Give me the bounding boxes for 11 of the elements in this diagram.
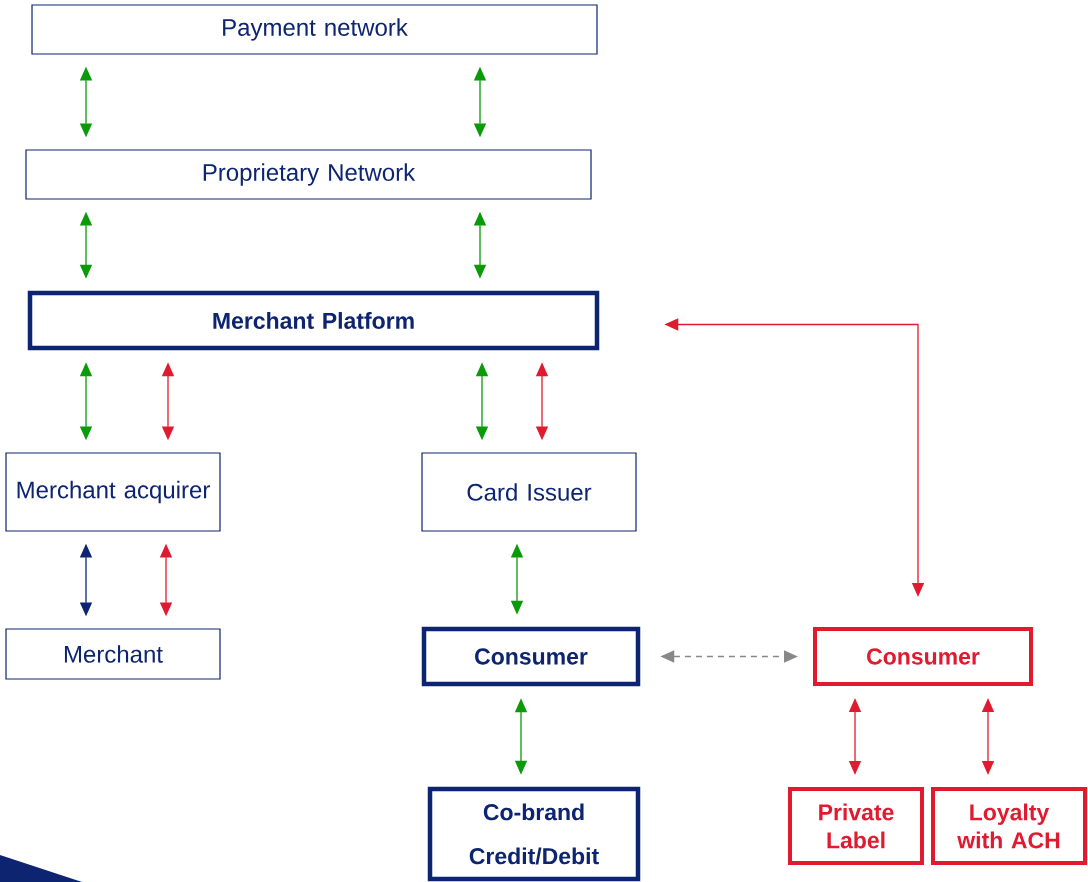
program-box: Consumer bbox=[813, 627, 1033, 686]
process-box: Card Issuer bbox=[421, 452, 637, 532]
platform-box: Merchant Platform bbox=[27, 290, 600, 351]
platform-box: Co-brand Credit/Debit bbox=[427, 786, 641, 882]
process-box: Merchant bbox=[5, 628, 221, 680]
program-box: Private Label bbox=[788, 787, 924, 865]
platform-box: Consumer bbox=[421, 626, 641, 687]
process-box: Payment network bbox=[31, 4, 598, 55]
program-box: Loyalty with ACH bbox=[931, 787, 1087, 865]
process-box: Merchant acquirer bbox=[5, 452, 221, 532]
process-box: Proprietary Network bbox=[25, 149, 592, 200]
